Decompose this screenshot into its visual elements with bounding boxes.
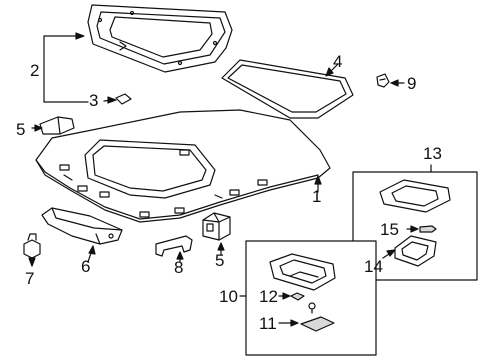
part-6-sun-visor [41, 207, 123, 263]
callout-7: 7 [25, 269, 35, 288]
callout-10: 10 [219, 287, 238, 306]
part-4-seal [221, 59, 354, 119]
part-5-bracket-lower [202, 212, 231, 256]
part-9-clip [376, 73, 405, 88]
callout-3: 3 [89, 91, 99, 110]
part-3-clip [103, 93, 132, 105]
callout-1: 1 [312, 187, 322, 206]
callout-14: 14 [364, 257, 383, 276]
callout-6: 6 [81, 257, 91, 276]
callout-8: 8 [174, 258, 184, 277]
callout-11: 11 [259, 314, 277, 333]
box-13 [352, 164, 478, 281]
callout-13: 13 [423, 144, 442, 163]
callout-5-lower: 5 [215, 251, 225, 270]
part-8-grip [155, 235, 193, 263]
callout-12: 12 [259, 287, 278, 306]
callout-5-upper: 5 [16, 120, 26, 139]
callout-4: 4 [333, 52, 343, 71]
bracket-2 [43, 32, 89, 103]
part-1-headliner [35, 109, 331, 223]
part-5-bracket-upper [31, 116, 75, 135]
part-2-sunroof-frame [87, 4, 233, 73]
callout-2: 2 [30, 61, 40, 80]
callout-9: 9 [407, 74, 417, 93]
callout-15: 15 [380, 220, 399, 239]
box-10 [239, 240, 377, 356]
part-7-visor-holder [23, 233, 41, 267]
